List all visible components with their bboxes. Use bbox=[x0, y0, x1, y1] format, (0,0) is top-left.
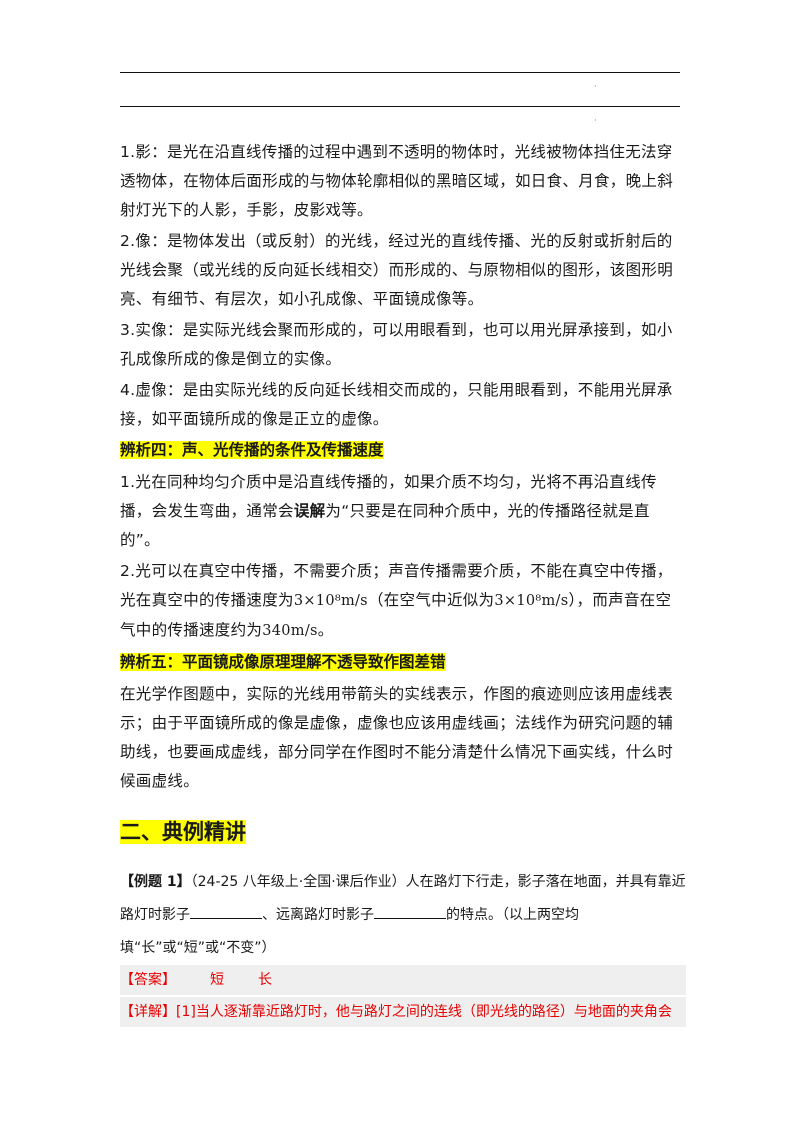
section-title-examples: 二、典例精讲 bbox=[120, 820, 246, 844]
para-light-speed: 2.光可以在真空中传播，不需要介质；声音传播需要介质，不能在真空中传播，光在真空… bbox=[120, 562, 673, 639]
para-virtual-image: 4.虚像：是由实际光线的反向延长线相交而成的，只能用眼看到，不能用光屏承接，如平… bbox=[120, 381, 673, 428]
para-shadow: 1.影：是光在沿直线传播的过程中遇到不透明的物体时，光线被物体挡住无法穿透物体，… bbox=[120, 143, 674, 219]
detail-row: 【详解】[1]当人逐渐靠近路灯时，他与路灯之间的连线（即光线的路径）与地面的夹角… bbox=[120, 997, 686, 1027]
para-real-image: 3.实像：是实际光线会聚而形成的，可以用眼看到，也可以用光屏承接到，如小孔成像所… bbox=[120, 321, 673, 368]
header-rule-top bbox=[120, 72, 680, 73]
header-dot: · bbox=[594, 82, 597, 91]
answer-row: 【答案】短长 bbox=[120, 965, 686, 995]
para-light-straight: 1.光在同种均匀介质中是沿直线传播的，如果介质不均匀，光将不再沿直线传播，会发生… bbox=[120, 473, 657, 549]
header-dot: · bbox=[594, 116, 597, 125]
answer-blank[interactable] bbox=[374, 904, 446, 919]
example-question: 【例题 1】（24-25 八年级上·全国·课后作业）人在路灯下行走，影子落在地面… bbox=[120, 874, 686, 956]
heading-analysis-5: 辨析五：平面镜成像原理理解不透导致作图差错 bbox=[120, 653, 446, 671]
heading-analysis-4: 辨析四：声、光传播的条件及传播速度 bbox=[120, 441, 384, 459]
page-content: 1.影：是光在沿直线传播的过程中遇到不透明的物体时，光线被物体挡住无法穿透物体，… bbox=[120, 138, 686, 1029]
para-image: 2.像：是物体发出（或反射）的光线，经过光的直线传播、光的反射或折射后的光线会聚… bbox=[120, 232, 674, 308]
answer-blank[interactable] bbox=[190, 904, 262, 919]
header-rule-bottom bbox=[120, 106, 680, 107]
para-mirror-drawing: 在光学作图题中，实际的光线用带箭头的实线表示，作图的痕迹则应该用虚线表示；由于平… bbox=[120, 685, 674, 790]
